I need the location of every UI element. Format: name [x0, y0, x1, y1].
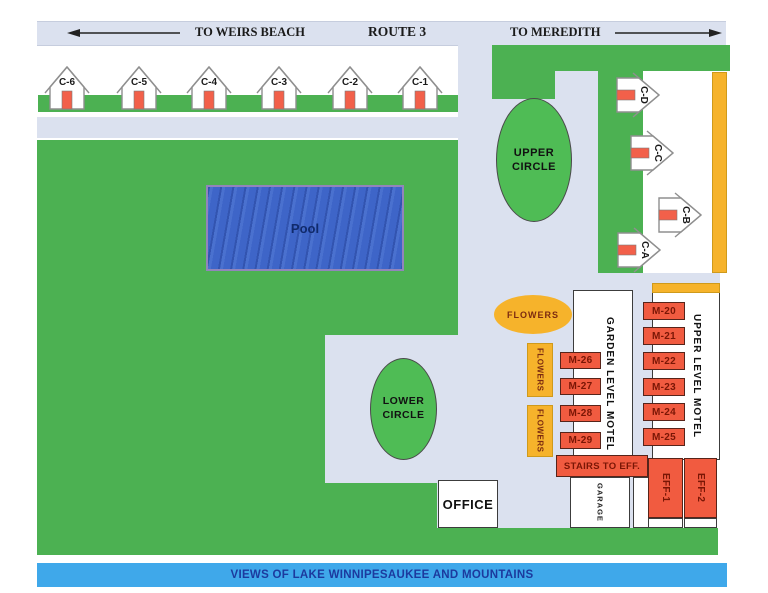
lawn-bottom-strip	[437, 528, 718, 555]
upper-circle: UPPER CIRCLE	[496, 98, 572, 222]
cottage-c-4: C-4	[184, 58, 234, 110]
driveway-upper	[37, 117, 492, 138]
unit-m-21: M-21	[643, 327, 685, 345]
lower-circle-label: LOWER CIRCLE	[382, 395, 425, 421]
cottage-c-1: C-1	[395, 58, 445, 110]
lawn-lower-left	[37, 335, 325, 555]
lawn-bottom-left	[325, 483, 437, 555]
cottage-c-5: C-5	[114, 58, 164, 110]
deck-strip	[712, 72, 727, 273]
office-label: OFFICE	[442, 496, 494, 512]
eff-2-base	[684, 518, 717, 528]
lake-view-banner-label: VIEWS OF LAKE WINNIPESAUKEE AND MOUNTAIN…	[230, 569, 534, 581]
unit-m-22: M-22	[643, 352, 685, 370]
cottage-c-2: C-2	[325, 58, 375, 110]
to-weirs-beach-label: TO WEIRS BEACH	[195, 25, 305, 39]
unit-m-23: M-23	[643, 378, 685, 396]
route-3-label: ROUTE 3	[368, 24, 427, 39]
svg-text:C-6: C-6	[59, 77, 76, 88]
svg-text:C-C: C-C	[652, 144, 663, 162]
unit-m-27: M-27	[560, 378, 601, 395]
flower-bed-oval-label: FLOWERS	[507, 309, 559, 320]
svg-text:C-3: C-3	[271, 77, 288, 88]
lower-circle: LOWER CIRCLE	[370, 358, 437, 460]
driveway-notch	[555, 71, 598, 99]
route-3-road: TO WEIRS BEACH ROUTE 3 TO MEREDITH	[37, 21, 726, 46]
flower-bed-2: FLOWERS	[527, 405, 553, 457]
cottage-c-6: C-6	[42, 58, 92, 110]
svg-text:C-2: C-2	[342, 77, 359, 88]
cottage-c-3: C-3	[254, 58, 304, 110]
svg-text:C-D: C-D	[638, 86, 649, 104]
unit-m-28: M-28	[560, 405, 601, 422]
cottage-c-c: C-C	[630, 128, 682, 178]
upper-level-motel-label: UPPER LEVEL MOTEL	[691, 313, 702, 439]
flower-bed-oval: FLOWERS	[494, 295, 572, 334]
arrow-west-icon	[67, 29, 180, 37]
lake-view-banner: VIEWS OF LAKE WINNIPESAUKEE AND MOUNTAIN…	[37, 563, 727, 587]
stairs-to-eff-label: STAIRS TO EFF.	[563, 460, 641, 472]
garage-label: GARAGE	[595, 483, 605, 522]
unit-m-25: M-25	[643, 428, 685, 446]
unit-m-26: M-26	[560, 352, 601, 369]
pool: Pool	[206, 185, 404, 271]
cottage-c-b: C-B	[658, 190, 710, 240]
svg-text:C-A: C-A	[639, 241, 650, 259]
garage: GARAGE	[570, 477, 630, 528]
unit-m-29: M-29	[560, 432, 601, 449]
cottage-c-a: C-A	[617, 225, 669, 275]
cottage-c-d: C-D	[616, 70, 668, 120]
svg-text:C-B: C-B	[680, 206, 691, 224]
svg-text:C-4: C-4	[201, 77, 218, 88]
arrow-east-icon	[615, 29, 722, 37]
flower-bed-1: FLOWERS	[527, 343, 553, 397]
upper-motel-deck-bar	[652, 283, 720, 293]
upper-circle-label: UPPER CIRCLE	[512, 146, 556, 173]
lawn-top-right	[492, 45, 730, 71]
garden-level-motel-label: GARDEN LEVEL MOTEL	[604, 316, 615, 451]
office: OFFICE	[438, 480, 498, 528]
right-cottage-court	[643, 71, 712, 273]
pool-label: Pool	[290, 220, 320, 236]
unit-eff-2: EFF-2	[684, 458, 717, 518]
unit-m-20: M-20	[643, 302, 685, 320]
unit-m-24: M-24	[643, 403, 685, 421]
lawn-top-right-block	[492, 71, 555, 99]
flower-bed-2-label: FLOWERS	[535, 409, 545, 453]
unit-eff-1: EFF-1	[648, 458, 683, 518]
eff-1-base	[648, 518, 683, 528]
flower-bed-1-label: FLOWERS	[535, 348, 545, 392]
svg-text:C-5: C-5	[131, 77, 148, 88]
svg-text:C-1: C-1	[412, 77, 429, 88]
to-meredith-label: TO MEREDITH	[510, 25, 601, 39]
stairs-to-eff-banner: STAIRS TO EFF.	[556, 455, 648, 477]
